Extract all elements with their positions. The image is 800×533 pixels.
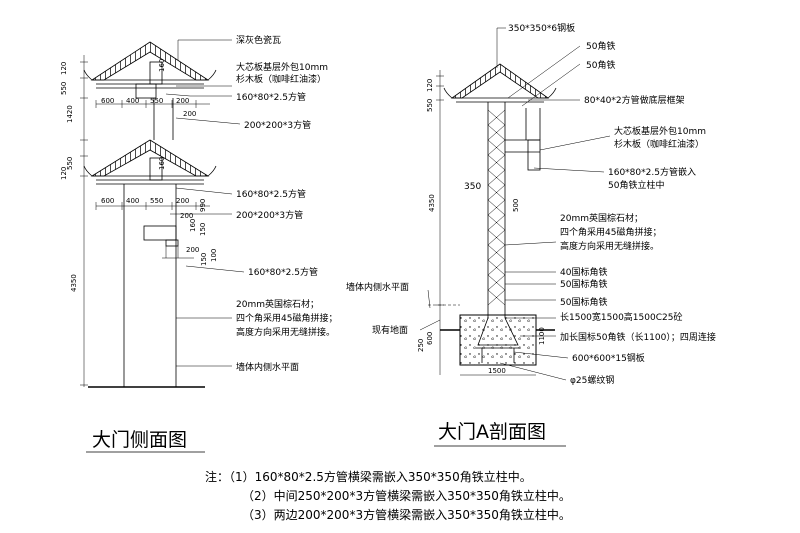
lattice-column: [487, 102, 506, 318]
section-beam: [505, 108, 541, 171]
dim-label: 1420: [66, 105, 74, 123]
dim-label: 150: [200, 253, 208, 266]
angle-label: 50国标角铁: [560, 278, 607, 290]
note-line-2: （2）中间250*200*3方管横梁需嵌入350*350角铁立柱中。: [242, 488, 571, 503]
dim-label: 160: [158, 59, 166, 72]
dim-label: 550: [150, 97, 163, 105]
dim-label: 200: [183, 110, 196, 118]
dim-label: 350: [464, 182, 481, 192]
stone-label-2: 四个角采用45磁角拼接；: [560, 226, 661, 238]
dim-label: 500: [512, 199, 520, 212]
ext-angle-label: 加长国标50角铁（长1100）；四周连接: [560, 331, 716, 343]
dim-label: 400: [126, 97, 139, 105]
dim-label: 200: [176, 97, 189, 105]
section-ground: [428, 304, 555, 331]
dim-label: 200: [186, 246, 199, 254]
dim-label: 4350: [70, 274, 78, 292]
dim-label: 600: [101, 97, 114, 105]
board-label-1: 大芯板基层外包10mm: [614, 125, 706, 137]
upper-width-dims: [95, 100, 210, 108]
steel-plate-label: 350*350*6钢板: [508, 22, 575, 34]
section-dim-chain: [436, 70, 444, 375]
angle-label: 40国标角铁: [560, 266, 607, 278]
dim-label: 550: [60, 82, 68, 95]
tube-label: 160*80*2.5方管: [236, 91, 306, 103]
lower-width-dims: [95, 202, 210, 210]
angle-label: 50角铁: [586, 59, 615, 71]
embed-label-1: 160*80*2.5方管嵌入: [608, 166, 696, 178]
stone-label-1: 20mm英国棕石材；: [560, 212, 643, 224]
stone-label-3: 高度方向采用无缝拼接。: [236, 326, 335, 338]
concrete-footing: [459, 314, 537, 366]
stone-label-2: 四个角采用45磁角拼接；: [236, 312, 337, 324]
dim-label: 160: [189, 219, 197, 232]
notes: 注：（1）160*80*2.5方管横梁需嵌入350*350角铁立柱中。 （2）中…: [205, 469, 571, 522]
dim-label: 160: [158, 157, 166, 170]
note-line-3: （3）两边200*200*3方管横梁需嵌入350*350角铁立柱中。: [242, 507, 571, 522]
dim-label: 550: [150, 197, 163, 205]
section-leaders: [419, 27, 611, 381]
board-label-2: 杉木板（咖啡红油漆）: [614, 138, 704, 150]
side-column: [123, 184, 194, 387]
angle-label: 50角铁: [586, 40, 615, 52]
tube-label: 200*200*3方管: [236, 209, 303, 221]
lower-roof: [83, 139, 217, 185]
frame-label: 80*40*2方管做底层框架: [584, 94, 685, 106]
dim-label: 550: [66, 157, 74, 170]
wall-level-label: 墙体内侧水平面: [236, 361, 299, 373]
dim-label: 400: [126, 197, 139, 205]
side-view: 120 550 1420 120 550 4350 160: [60, 34, 337, 453]
dim-label: 200: [180, 212, 193, 220]
dim-label: 120: [60, 62, 68, 75]
upper-roof: [83, 41, 217, 140]
dim-label: 250: [417, 339, 425, 352]
dim-label: 100: [210, 249, 218, 262]
rebar-label: φ25螺纹钢: [570, 374, 614, 386]
tile-label: 深灰色瓷瓦: [236, 34, 281, 46]
dim-label: 990: [199, 199, 207, 212]
dim-label: 600: [101, 197, 114, 205]
dim-label: 1500: [488, 367, 506, 375]
concrete-label: 长1500宽1500高1500C25砼: [560, 311, 682, 323]
angle-label: 50国标角铁: [560, 296, 607, 308]
side-dim-chain: [80, 55, 88, 387]
side-leaders: [165, 39, 245, 367]
board-label-1: 大芯板基层外包10mm: [236, 61, 328, 73]
dim-label: 150: [199, 223, 207, 236]
embed-label-2: 50角铁立柱中: [608, 179, 664, 191]
side-view-title: 大门侧面图: [92, 429, 187, 451]
stone-label-3: 高度方向采用无缝拼接。: [560, 240, 659, 252]
dim-label: 550: [426, 99, 434, 112]
dim-label: 120: [426, 79, 434, 92]
tube-label: 200*200*3方管: [244, 119, 311, 131]
board-label-2: 杉木板（咖啡红油漆）: [236, 73, 326, 85]
wall-level-label: 墙体内侧水平面: [346, 281, 409, 293]
dim-label: 120: [60, 167, 68, 180]
section-view: 120 550 4350 350 500: [346, 22, 716, 447]
dim-label: 600: [426, 332, 434, 345]
base-plate-label: 600*600*15钢板: [572, 352, 645, 364]
section-view-title: 大门A剖面图: [438, 421, 546, 443]
section-roof: [443, 63, 557, 103]
stone-label-1: 20mm英国棕石材；: [236, 298, 319, 310]
ground-label: 现有地面: [372, 324, 408, 336]
tube-label: 160*80*2.5方管: [236, 188, 306, 200]
tube-label: 160*80*2.5方管: [248, 266, 318, 278]
dim-label: 4350: [428, 194, 436, 212]
dim-label: 200: [176, 197, 189, 205]
note-line-1: 注：（1）160*80*2.5方管横梁需嵌入350*350角铁立柱中。: [205, 469, 532, 484]
